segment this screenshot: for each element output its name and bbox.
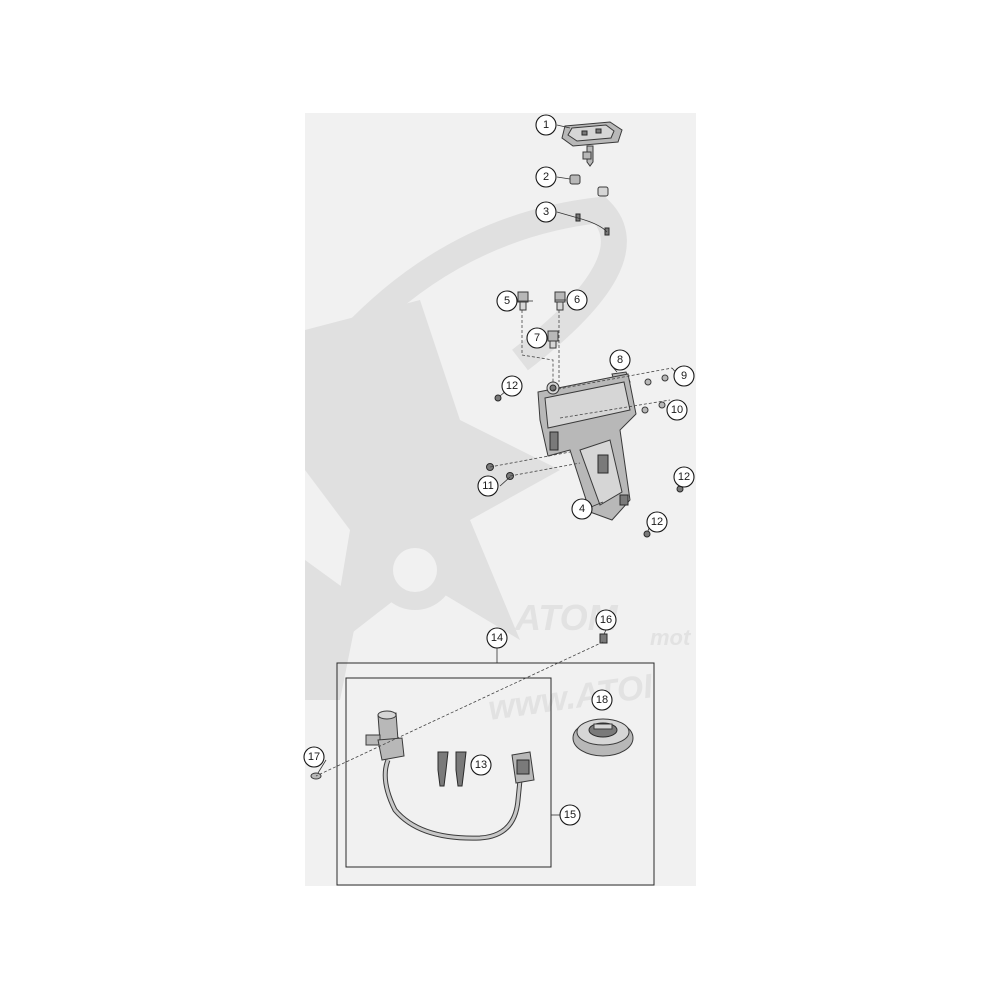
watermark-url: www.ATOI (486, 667, 657, 728)
callout-16: 16 (595, 609, 617, 631)
svg-text:9: 9 (681, 370, 687, 382)
part-2-dampers (569, 174, 609, 197)
callout-10: 10 (666, 399, 688, 421)
callout-14: 14 (486, 627, 508, 649)
svg-text:1: 1 (543, 119, 549, 131)
callout-11: 11 (477, 475, 499, 497)
part-1-instrument (561, 121, 623, 167)
part-6-bolt (554, 291, 566, 311)
kit-box-14 (336, 662, 655, 886)
part-12-screws (494, 394, 684, 538)
svg-text:6: 6 (574, 294, 580, 306)
svg-text:11: 11 (482, 480, 493, 492)
part-7-bolt (547, 330, 559, 349)
callout-12a: 12 (501, 375, 523, 397)
part-15-ignition-lock (365, 710, 535, 841)
svg-text:12: 12 (651, 516, 663, 528)
part-10-washers (641, 401, 666, 414)
callout-4: 4 (571, 498, 593, 520)
part-18-fuel-cap (572, 718, 634, 757)
svg-text:7: 7 (534, 332, 540, 344)
callout-12c: 12 (646, 511, 668, 533)
callout-6: 6 (566, 289, 588, 311)
callout-3: 3 (535, 201, 557, 223)
svg-text:15: 15 (564, 809, 576, 821)
callout-1: 1 (535, 114, 557, 136)
svg-text:10: 10 (671, 404, 683, 416)
kit-box-15 (345, 677, 552, 868)
svg-text:5: 5 (504, 295, 510, 307)
svg-text:13: 13 (475, 759, 487, 771)
svg-text:12: 12 (506, 380, 518, 392)
svg-text:16: 16 (600, 614, 612, 626)
callout-8: 8 (609, 349, 631, 371)
part-16-screw (599, 633, 608, 644)
svg-text:8: 8 (617, 354, 623, 366)
svg-text:4: 4 (579, 503, 585, 515)
callout-2: 2 (535, 166, 557, 188)
svg-text:2: 2 (543, 171, 549, 183)
svg-text:14: 14 (491, 632, 503, 644)
part-9-nuts (644, 374, 669, 386)
watermark-sub: mot (650, 625, 692, 650)
callout-7: 7 (526, 327, 548, 349)
callout-17: 17 (303, 746, 325, 768)
svg-text:12: 12 (678, 471, 690, 483)
callout-12b: 12 (673, 466, 695, 488)
part-13-keys (437, 751, 467, 787)
callout-5: 5 (496, 290, 518, 312)
part-4-triple-clamp (537, 373, 637, 521)
callout-15: 15 (559, 804, 581, 826)
svg-text:18: 18 (596, 694, 608, 706)
part-5-bolt (517, 291, 529, 311)
watermark-logo: ATOM mot www.ATOI (305, 196, 692, 728)
callout-13: 13 (470, 754, 492, 776)
callout-9: 9 (673, 365, 695, 387)
callout-18: 18 (591, 689, 613, 711)
svg-text:3: 3 (543, 206, 549, 218)
svg-text:17: 17 (308, 751, 320, 763)
